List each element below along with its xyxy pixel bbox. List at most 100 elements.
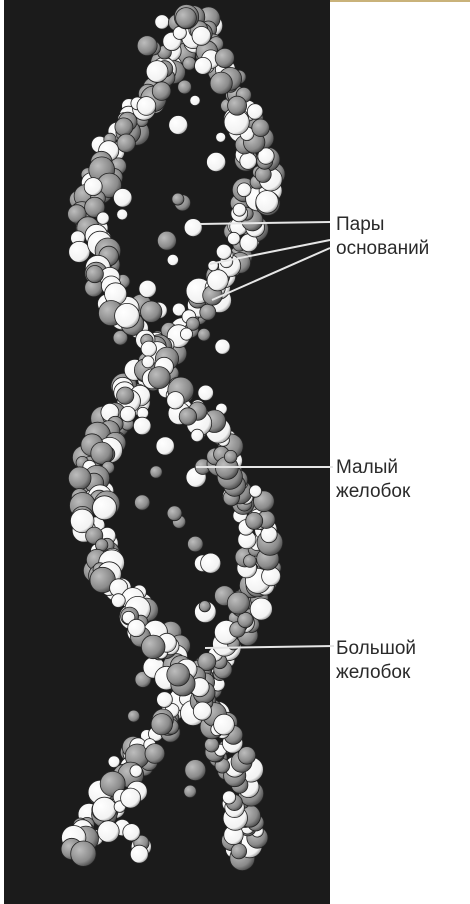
atom-sphere [180,328,192,340]
atom-sphere [167,392,184,409]
atom-sphere [157,692,173,708]
atom-sphere [193,702,211,720]
atom-sphere [228,232,241,245]
atom-sphere [128,710,140,722]
atom-sphere [133,417,151,435]
atom-sphere [98,821,120,843]
atom-sphere [198,385,214,401]
atom-sphere [228,96,247,115]
atom-sphere [156,437,174,455]
atom-sphere [84,178,102,196]
atom-sphere [142,356,154,368]
atom-sphere [146,61,168,83]
atom-sphere [91,442,113,464]
atom-sphere [233,203,246,216]
atom-sphere [115,118,133,136]
atom-sphere [214,714,235,735]
atom-sphere [176,8,197,29]
atom-sphere [145,744,165,764]
atom-sphere [130,765,142,777]
atom-sphere [71,841,96,866]
atom-sphere [150,466,162,478]
atom-sphere [151,714,172,735]
label-major-groove: Большой желобок [336,637,416,685]
atom-sphere [190,95,200,105]
dna-model-photo [4,0,330,904]
label-major-groove-line1: Большой [336,637,416,661]
atom-sphere [148,367,170,389]
atom-sphere [184,785,197,798]
atom-sphere [207,152,226,171]
atom-sphere [108,756,120,768]
atom-sphere [184,219,202,237]
atom-sphere [192,27,211,46]
atom-sphere [172,193,184,205]
atom-sphere [167,254,178,265]
atom-sphere [210,72,232,94]
atom-sphere [227,592,249,614]
atom-sphere [250,598,272,620]
atom-sphere [123,824,140,841]
atom-sphere [117,387,134,404]
atom-sphere [252,119,270,137]
atom-sphere [179,408,196,425]
atom-sphere [185,760,206,781]
atom-sphere [117,209,128,220]
dna-space-filling-model [4,0,330,904]
atom-sphere [207,270,228,291]
atom-sphere [141,341,156,356]
atom-sphere [201,553,221,573]
atom-sphere [92,797,116,821]
atom-sphere [155,15,169,29]
atom-sphere [112,594,126,608]
atom-sphere [205,738,219,752]
atom-sphere [139,280,156,297]
atom-sphere [237,183,251,197]
label-minor-groove-line1: Малый [336,456,410,480]
atom-sphere [224,450,237,463]
atom-sphere [86,266,103,283]
atom-sphere [152,82,171,101]
atom-sphere [169,116,188,135]
atom-sphere [200,304,216,320]
atom-sphere [256,191,279,214]
atom-sphere [199,601,210,612]
atom-sphere [188,536,204,552]
atom-sphere [137,97,156,116]
label-minor-groove-line2: желобок [336,480,410,504]
atom-sphere [157,231,176,250]
atom-sphere [167,663,190,686]
atom-sphere [231,844,246,859]
atom-sphere [216,132,226,142]
label-minor-groove: Малый желобок [336,456,410,504]
atom-sphere [208,261,218,271]
atom-sphere [121,788,141,808]
atom-sphere [128,619,145,636]
atom-sphere [115,303,140,328]
atom-sphere [240,153,257,170]
atom-sphere [137,36,157,56]
atom-sphere [215,48,234,67]
atom-sphere [141,635,165,659]
atom-sphere [195,57,212,74]
atom-sphere [247,104,263,120]
atom-sphere [93,496,117,520]
atom-sphere [246,512,263,529]
atom-sphere [223,791,236,804]
atom-sphere [238,612,253,627]
atom-sphere [120,406,135,421]
atom-sphere [68,467,91,490]
atom-sphere [69,241,90,262]
atom-sphere [130,845,148,863]
atom-sphere [141,301,162,322]
label-base-pairs-line2: оснований [336,237,429,261]
atom-sphere [191,429,204,442]
atom-sphere [216,244,231,259]
atom-sphere [167,506,182,521]
label-major-groove-line2: желобок [336,661,416,685]
atom-sphere [198,328,211,341]
atom-sphere [117,134,135,152]
label-base-pairs-line1: Пары [336,213,429,237]
atom-sphere [113,189,132,208]
